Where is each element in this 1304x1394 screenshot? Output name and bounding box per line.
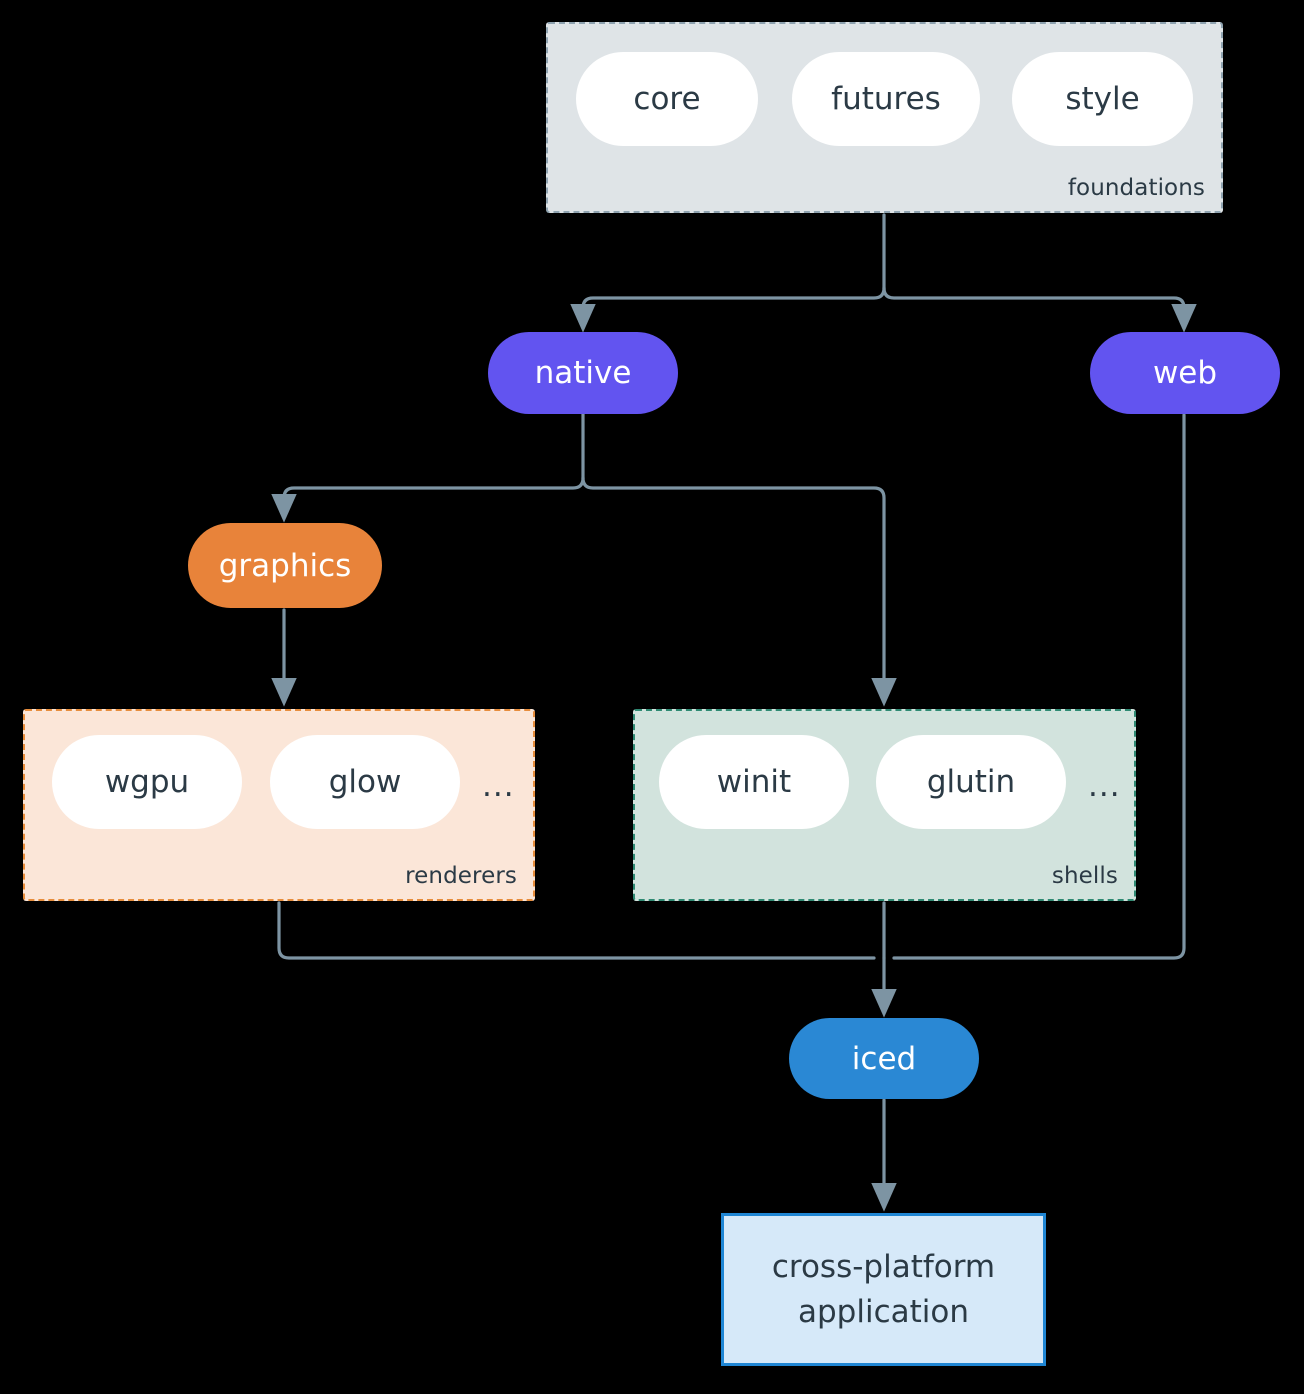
node-iced[interactable]: iced <box>789 1018 979 1099</box>
node-graphics-label: graphics <box>218 547 352 584</box>
edge-native-to-graphics <box>271 476 585 523</box>
chip-winit-label: winit <box>716 764 792 800</box>
node-iced-label: iced <box>851 1040 917 1077</box>
cluster-foundations-label: foundations <box>1067 175 1205 201</box>
chip-style-label: style <box>1065 81 1140 117</box>
chip-winit[interactable]: winit <box>659 735 849 829</box>
edge-foundations-to-web <box>882 286 1197 333</box>
cluster-renderers: wgpu glow ... renderers <box>23 709 535 901</box>
node-cross-platform-application[interactable]: cross-platform application <box>721 1213 1046 1366</box>
cluster-shells-label: shells <box>1051 863 1118 889</box>
chip-core-label: core <box>633 81 701 117</box>
cluster-renderers-label: renderers <box>405 863 517 889</box>
chip-glutin[interactable]: glutin <box>876 735 1066 829</box>
cluster-shells: winit glutin ... shells <box>633 709 1136 901</box>
application-line-2: application <box>798 1293 969 1330</box>
chip-glutin-label: glutin <box>926 764 1016 800</box>
node-web-label: web <box>1152 355 1218 391</box>
node-graphics[interactable]: graphics <box>188 523 382 608</box>
renderers-more-ellipsis: ... <box>482 768 515 804</box>
chip-wgpu-label: wgpu <box>104 764 190 800</box>
chip-futures[interactable]: futures <box>792 52 980 146</box>
node-web[interactable]: web <box>1090 332 1280 414</box>
chip-glow-label: glow <box>328 764 402 800</box>
shells-more-ellipsis: ... <box>1088 768 1121 804</box>
chip-futures-label: futures <box>831 81 941 117</box>
edge-native-to-shells <box>581 476 897 707</box>
node-native[interactable]: native <box>488 332 678 414</box>
application-line-1: cross-platform <box>771 1248 996 1285</box>
node-native-label: native <box>534 355 632 391</box>
chip-core[interactable]: core <box>576 52 758 146</box>
chip-wgpu[interactable]: wgpu <box>52 735 242 829</box>
edge-foundations-to-native <box>570 286 886 333</box>
cluster-foundations: core futures style foundations <box>546 22 1223 213</box>
chip-glow[interactable]: glow <box>270 735 460 829</box>
chip-style[interactable]: style <box>1012 52 1193 146</box>
edge-renderers-to-merge <box>277 901 876 960</box>
